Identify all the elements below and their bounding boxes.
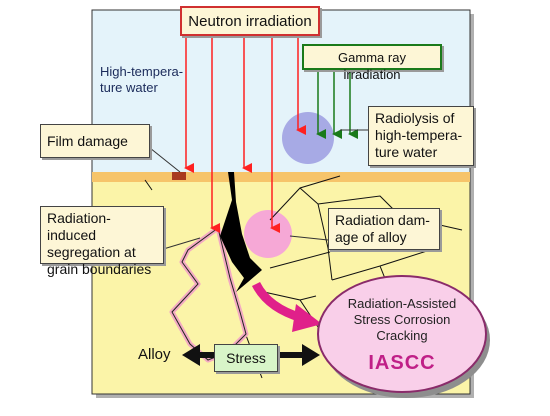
grain-boundaries [144,175,463,379]
neutron-irradiation-label: Neutron irradiation [180,6,320,36]
gamma-arrows [316,70,358,139]
iascc-arrowhead [292,304,322,332]
stress-label: Stress [214,344,278,372]
radiolysis-spot [282,112,334,164]
iascc-full-text: Radiation-Assisted Stress Corrosion Crac… [347,296,457,343]
oxide-film [92,172,470,182]
alloy-damage-spot [244,210,292,258]
film-damage-label: Film damage [40,124,150,158]
segregation-label: Radiation-induced segregation at grain b… [40,206,164,277]
film-damage-spot [172,172,186,180]
leader-lines [149,129,368,251]
alloy-damage-label: Radiation dam- age of alloy [328,208,440,250]
crack [220,172,262,292]
neutron-arrows [184,36,306,233]
radiolysis-label: Radiolysis of high-tempera- ture water [368,106,474,166]
iascc-acronym: IASCC [368,352,436,374]
alloy-label: Alloy [138,346,171,363]
gamma-irradiation-label: Gamma ray irradiation [302,44,442,82]
high-temp-water-label: High-tempera- ture water [100,64,184,95]
iascc-ellipse [317,275,487,393]
